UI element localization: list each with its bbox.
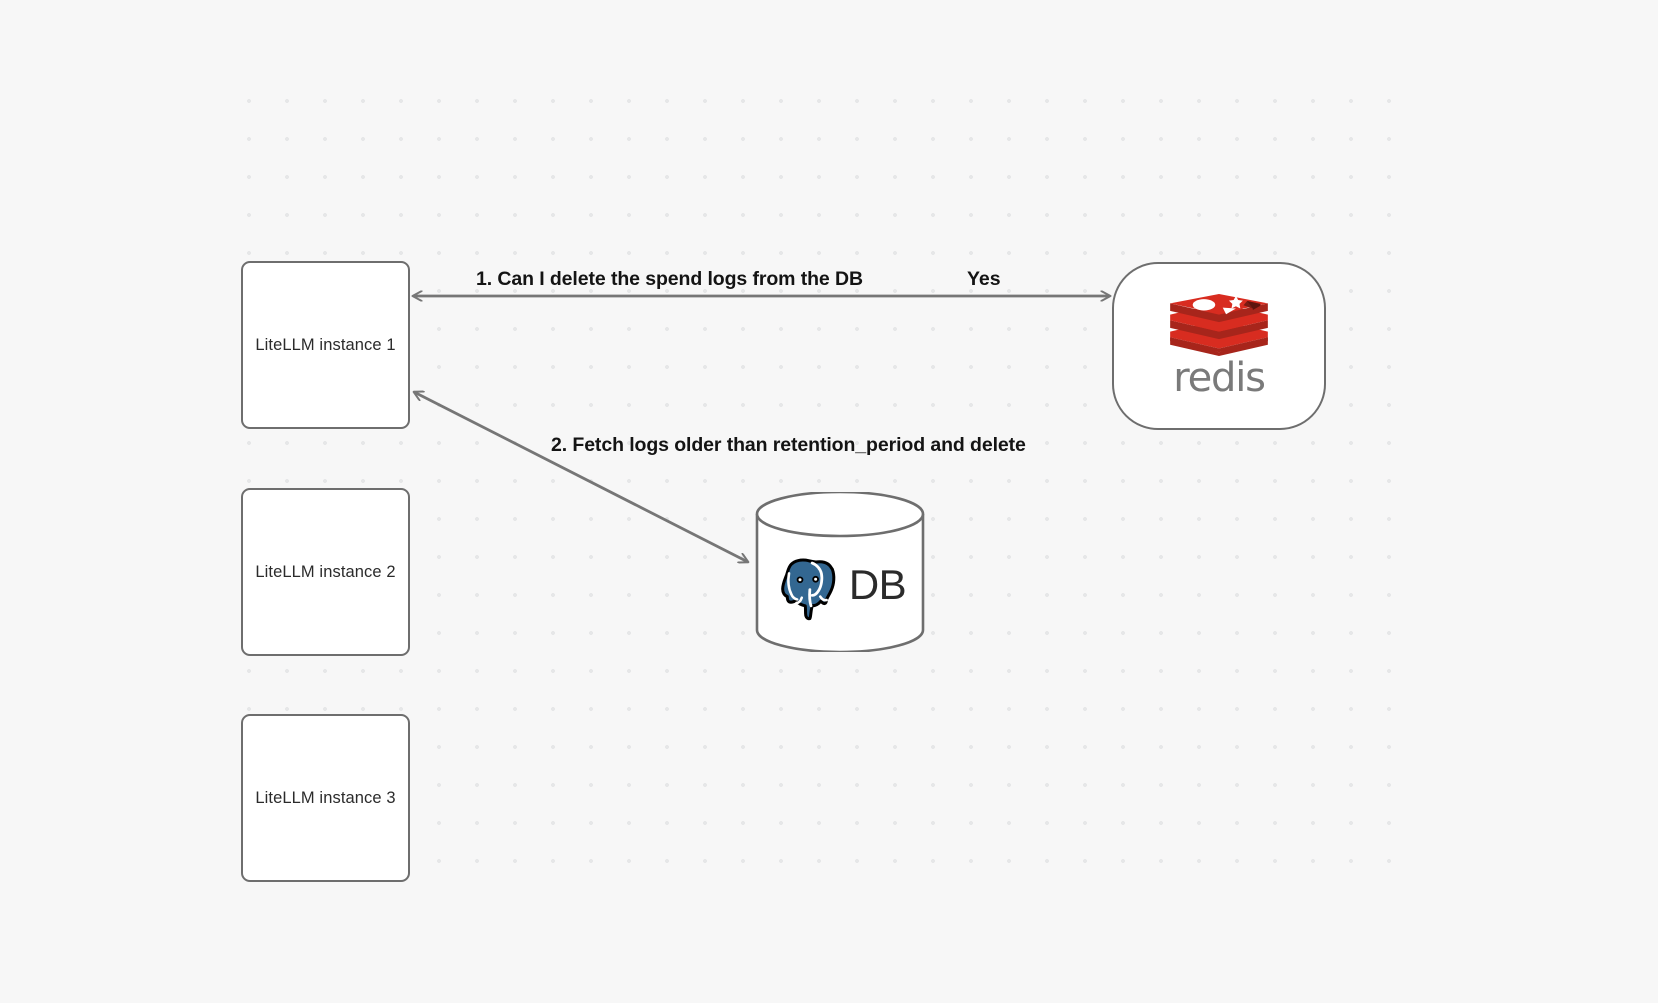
node-litellm-instance-1[interactable]: LiteLLM instance 1 <box>241 261 410 429</box>
redis-logo-icon: redis <box>1160 294 1278 398</box>
edge-label-request: 1. Can I delete the spend logs from the … <box>476 268 863 290</box>
redis-stack-icon <box>1170 294 1268 356</box>
cylinder-shape <box>755 492 925 652</box>
node-litellm-instance-2[interactable]: LiteLLM instance 2 <box>241 488 410 656</box>
node-litellm-instance-3-label: LiteLLM instance 3 <box>255 788 396 807</box>
node-litellm-instance-2-label: LiteLLM instance 2 <box>255 562 396 581</box>
postgresql-elephant-icon <box>778 555 838 622</box>
node-litellm-instance-1-label: LiteLLM instance 1 <box>255 335 396 354</box>
edge-litellm1-db <box>414 392 748 562</box>
node-redis[interactable]: redis <box>1112 262 1326 430</box>
node-database[interactable]: DB <box>754 492 926 652</box>
edge-label-response: Yes <box>967 268 1001 290</box>
node-litellm-instance-3[interactable]: LiteLLM instance 3 <box>241 714 410 882</box>
node-database-label: DB <box>848 561 907 608</box>
redis-wordmark: redis <box>1173 355 1266 401</box>
edge-label-fetch-delete: 2. Fetch logs older than retention_perio… <box>551 434 1026 456</box>
